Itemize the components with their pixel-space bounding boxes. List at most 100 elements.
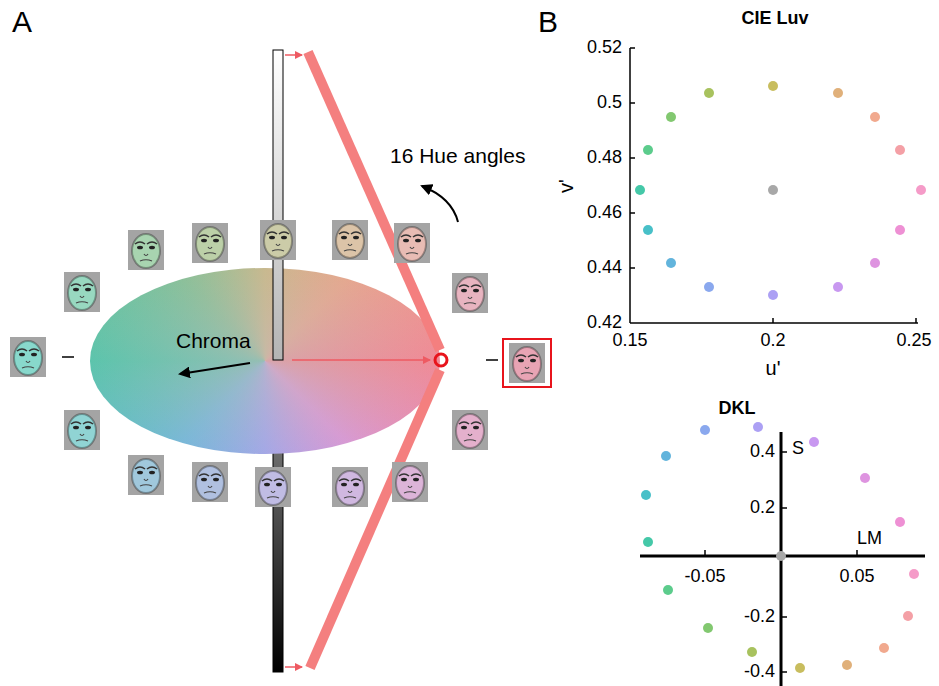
tick [704, 550, 706, 556]
tick-label: 0.44 [587, 257, 622, 279]
tick-label: 0.2 [750, 497, 775, 519]
tick [630, 212, 635, 214]
tick [772, 318, 774, 323]
tick-label: 0.15 [612, 330, 647, 352]
hue-point [768, 81, 778, 91]
hue-point [768, 290, 778, 300]
tick-label: -0.4 [744, 661, 775, 683]
hue-point [666, 112, 676, 122]
hue-point [809, 437, 819, 447]
face-thumbnail [452, 273, 488, 313]
hue-point [747, 647, 757, 657]
tick-label: 0.48 [587, 147, 622, 169]
face-thumbnail [260, 220, 296, 260]
tick-label: 0.2 [760, 330, 785, 352]
face-thumbnail [392, 462, 428, 502]
hue-point [833, 282, 843, 292]
tick [915, 318, 917, 323]
hue-point [704, 282, 714, 292]
hue-point [753, 422, 763, 432]
dash [62, 356, 74, 358]
dash [486, 359, 498, 361]
hue-point [703, 623, 713, 633]
hue-rotation-arrow [422, 186, 458, 222]
color-ellipse: Chroma [90, 268, 440, 454]
tick-label: 0.05 [839, 566, 874, 588]
hue-point [643, 145, 653, 155]
node-label: Chroma [176, 328, 251, 353]
hue-point [833, 88, 843, 98]
small-arrow [285, 666, 302, 668]
luv-points [635, 81, 926, 300]
face-thumbnail [128, 455, 164, 495]
tick [630, 47, 635, 49]
tick-label: 0.25 [896, 330, 931, 352]
hue-point [661, 451, 671, 461]
hue-point [700, 425, 710, 435]
face-thumbnail [64, 272, 100, 312]
axis-label: u' [766, 356, 781, 380]
chroma-arrow [292, 359, 430, 361]
hue-point [903, 611, 913, 621]
panel-letter: A [12, 4, 32, 40]
hue-point [909, 569, 919, 579]
plot-title: DKL [719, 398, 756, 420]
hue-point [870, 258, 880, 268]
luv-axes [630, 48, 918, 323]
plot-title: CIE Luv [741, 8, 808, 30]
face-thumbnail [64, 410, 100, 450]
hue-point [795, 663, 805, 673]
annotation: 16 Hue angles [390, 143, 525, 168]
tick [781, 616, 787, 618]
hue-point [666, 258, 676, 268]
tick-label: -0.2 [744, 606, 775, 628]
hue-slice-line [310, 370, 440, 668]
face-thumbnail [394, 223, 430, 263]
axis-label: LM [857, 528, 882, 550]
white-point [768, 185, 778, 195]
lightness-bar [273, 50, 283, 360]
selected-point [435, 354, 447, 366]
hue-point [663, 585, 673, 595]
highlight-frame [503, 339, 551, 387]
tick [630, 157, 635, 159]
tick-label: 0.52 [587, 37, 622, 59]
hue-point [842, 660, 852, 670]
axis-label: S [792, 438, 804, 460]
face-thumbnail [192, 223, 228, 263]
face-thumbnail [128, 230, 164, 270]
hue-point [643, 537, 653, 547]
hue-point [870, 112, 880, 122]
face-thumbnail [192, 462, 228, 502]
tick-label: 0.4 [750, 441, 775, 463]
face-thumbnail [452, 410, 488, 450]
tick [630, 267, 635, 269]
hue-point [895, 145, 905, 155]
face-thumbnail [509, 343, 545, 383]
tick [781, 671, 787, 673]
hue-point [895, 517, 905, 527]
tick [781, 507, 787, 509]
hue-point [879, 643, 889, 653]
hue-point [895, 225, 905, 235]
face-thumbnail [332, 467, 368, 507]
panel-letter: B [538, 4, 558, 40]
tick [781, 451, 787, 453]
hue-slice-line [308, 52, 440, 350]
axis-label: v' [554, 179, 578, 193]
hue-point [860, 473, 870, 483]
dkl-axes [640, 432, 925, 686]
hue-point [916, 185, 926, 195]
tick [630, 102, 635, 104]
tick-label: -0.05 [684, 566, 725, 588]
hue-point [635, 185, 645, 195]
face-thumbnail [332, 220, 368, 260]
hue-point [704, 88, 714, 98]
face-thumbnail [10, 337, 46, 377]
chroma-direction-arrow [180, 363, 250, 374]
small-arrow [285, 54, 302, 56]
hue-point [643, 225, 653, 235]
tick-label: 0.46 [587, 202, 622, 224]
